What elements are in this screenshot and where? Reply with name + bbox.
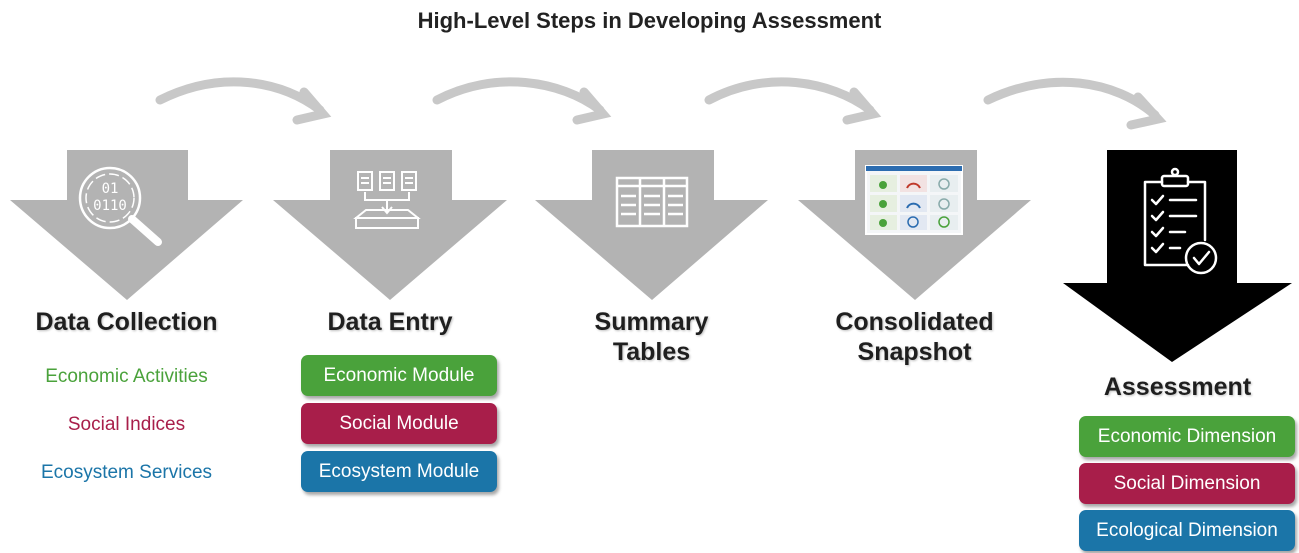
step-3-title: Summary Tables bbox=[535, 307, 768, 367]
checklist-icon bbox=[1143, 167, 1218, 275]
step-2-title: Data Entry bbox=[327, 308, 453, 336]
data-entry-icon bbox=[353, 171, 421, 229]
connector-arrow-2 bbox=[432, 77, 612, 125]
step-3-title-line1: Summary bbox=[594, 308, 709, 336]
dimension-ecological: Ecological Dimension bbox=[1079, 510, 1295, 551]
step-4-title: Consolidated Snapshot bbox=[798, 307, 1031, 367]
dimension-social: Social Dimension bbox=[1079, 463, 1295, 504]
dashboard-snapshot-icon bbox=[865, 165, 963, 235]
collection-item-social: Social Indices bbox=[67, 414, 186, 435]
connector-arrow-1 bbox=[155, 77, 332, 125]
diagram-title: High-Level Steps in Developing Assessmen… bbox=[417, 8, 882, 33]
svg-text:01: 01 bbox=[102, 181, 119, 197]
dimension-economic: Economic Dimension bbox=[1079, 416, 1295, 457]
step-1-arrow bbox=[10, 150, 243, 300]
step-5-title: Assessment bbox=[1103, 373, 1252, 401]
collection-item-ecosystem: Ecosystem Services bbox=[40, 462, 213, 483]
svg-text:0110: 0110 bbox=[93, 198, 127, 214]
collection-item-economic: Economic Activities bbox=[45, 366, 208, 387]
connector-arrow-4 bbox=[983, 77, 1167, 130]
table-icon bbox=[615, 176, 689, 228]
step-3-title-line2: Tables bbox=[612, 338, 691, 366]
step-2-arrow bbox=[273, 150, 507, 300]
step-5-arrow bbox=[1063, 150, 1292, 362]
step-4-title-line1: Consolidated bbox=[835, 308, 994, 336]
step-1-title: Data Collection bbox=[35, 308, 218, 336]
connector-arrow-3 bbox=[704, 77, 882, 125]
module-ecosystem: Ecosystem Module bbox=[301, 451, 497, 492]
module-economic: Economic Module bbox=[301, 355, 497, 396]
module-social: Social Module bbox=[301, 403, 497, 444]
data-search-icon: 01 0110 bbox=[78, 166, 162, 246]
step-4-title-line2: Snapshot bbox=[857, 338, 972, 366]
